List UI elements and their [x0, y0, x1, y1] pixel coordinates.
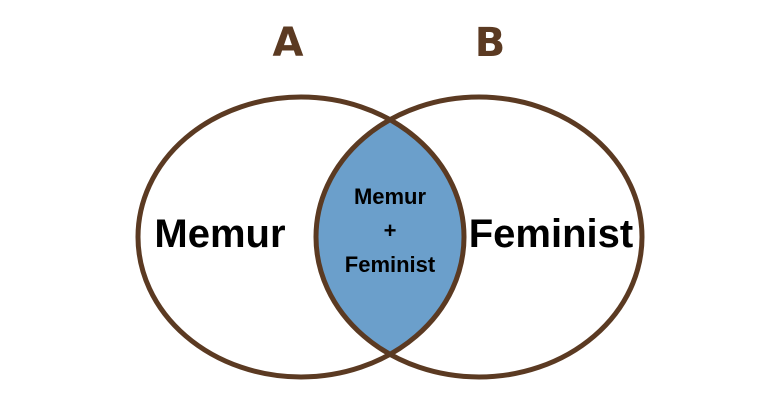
set-a-label: Memur [154, 212, 286, 256]
intersection-label: Memur + Feminist [320, 180, 460, 282]
circle-a [135, 94, 467, 380]
circle-b [313, 94, 645, 380]
set-b-letter: B [474, 20, 506, 66]
intersection-region [316, 97, 464, 377]
set-a-letter: A [272, 20, 304, 66]
intersection-line-3: Feminist [344, 252, 436, 277]
intersection-line-1: Memur [353, 184, 427, 209]
intersection-line-2: + [383, 218, 397, 243]
set-b-label: Feminist [468, 212, 634, 256]
